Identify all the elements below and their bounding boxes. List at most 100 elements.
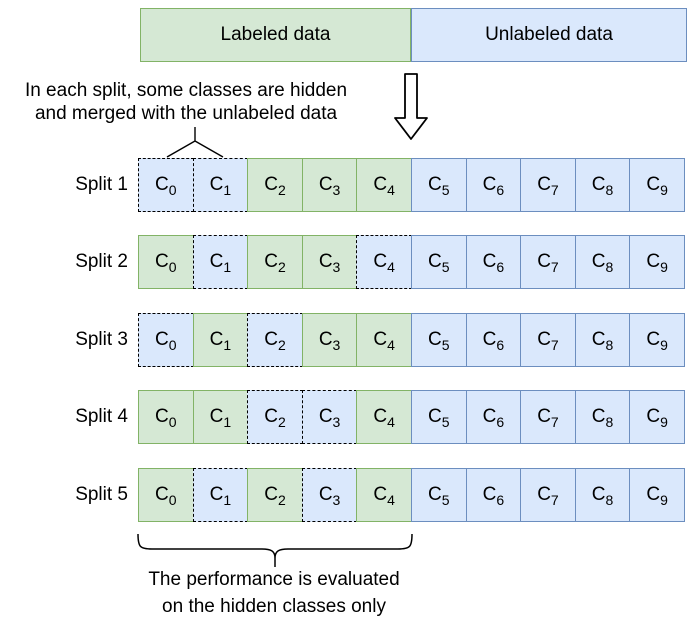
class-letter: C [428,251,442,272]
class-index: 3 [332,182,341,198]
class-index: 7 [550,337,559,353]
class-letter: C [155,251,169,272]
class-letter: C [537,329,551,350]
class-letter: C [209,251,224,272]
class-letter: C [264,174,278,195]
class-index: 5 [441,337,450,353]
class-letter: C [318,406,333,427]
class-index: 7 [550,259,559,275]
class-letter: C [482,484,497,505]
class-index: 9 [660,492,668,508]
class-index: 1 [223,337,232,353]
class-index: 6 [496,492,505,508]
class-letter: C [373,329,388,350]
class-index: 1 [223,259,232,275]
class-letter: C [428,329,442,350]
class-index: 1 [223,492,232,508]
class-letter: C [209,484,224,505]
class-index: 1 [223,414,232,430]
class-letter: C [264,251,278,272]
class-letter: C [209,174,224,195]
class-letter: C [373,174,388,195]
class-index: 2 [277,414,286,430]
class-index: 0 [168,414,177,430]
class-index: 0 [168,337,177,353]
fork-pointer-line [166,127,224,158]
class-index: 6 [496,414,505,430]
class-letter: C [264,484,278,505]
class-index: 0 [168,492,177,508]
class-letter: C [318,174,333,195]
class-index: 6 [496,259,505,275]
class-index: 6 [496,337,505,353]
class-letter: C [646,406,661,427]
class-index: 6 [496,182,505,198]
class-index: 4 [387,182,395,198]
class-letter: C [209,406,224,427]
class-letter: C [591,484,606,505]
split-label-1: Split 1 [75,174,128,195]
class-index: 5 [441,492,450,508]
class-index: 2 [277,337,286,353]
split-label-2: Split 2 [75,251,128,272]
class-index: 3 [332,414,341,430]
class-letter: C [482,251,497,272]
class-index: 7 [550,414,559,430]
class-index: 2 [277,182,286,198]
split-label-3: Split 3 [75,329,128,350]
class-letter: C [646,329,661,350]
evaluation-brace [137,533,413,559]
class-letter: C [591,329,606,350]
class-letter: C [646,174,661,195]
class-letter: C [373,251,388,272]
class-index: 0 [168,182,177,198]
class-letter: C [155,174,169,195]
class-index: 4 [387,414,395,430]
class-index: 8 [605,492,614,508]
class-letter: C [428,484,442,505]
class-index: 9 [660,259,668,275]
class-index: 1 [223,182,232,198]
class-letter: C [537,406,551,427]
labeled-data-box: Labeled data [140,8,411,62]
class-index: 4 [387,492,395,508]
class-letter: C [428,174,442,195]
class-index: 9 [660,182,668,198]
evaluation-caption: The performance is evaluated on the hidd… [74,566,474,620]
class-letter: C [155,329,169,350]
caption-line-1: The performance is evaluated [148,569,400,590]
class-letter: C [482,329,497,350]
class-letter: C [373,484,388,505]
class-letter: C [591,174,606,195]
class-letter: C [373,406,388,427]
